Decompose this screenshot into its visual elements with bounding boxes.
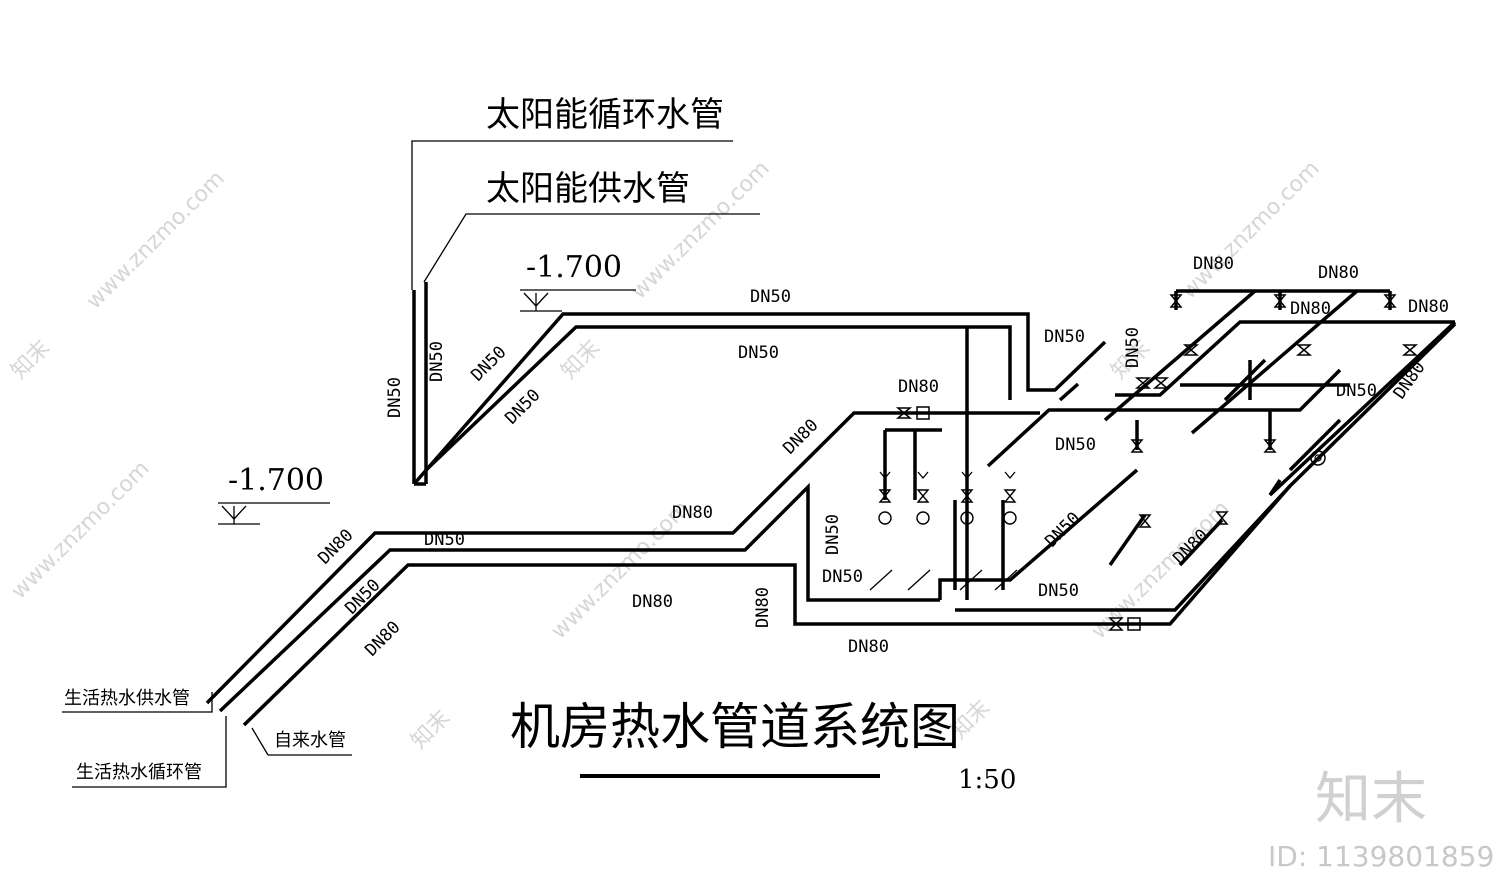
- watermark-url: www.znzmo.com: [82, 166, 230, 314]
- diagram-title: 机房热水管道系统图: [510, 698, 960, 756]
- dn-label: DN50: [1044, 327, 1085, 347]
- dn-label: DN80: [1318, 263, 1359, 283]
- watermark-logo: 知末: [7, 335, 56, 384]
- valve-symbols: [895, 294, 1419, 631]
- solar-pipes: [412, 282, 1115, 486]
- elevation-top: -1.700: [526, 250, 622, 285]
- valve-icon: [1134, 377, 1152, 389]
- elevation-marker: [218, 502, 330, 525]
- dn-label: DN80: [632, 592, 673, 612]
- valve-stack: [916, 471, 930, 525]
- label-solar-supply-pipe: 太阳能供水管: [486, 169, 690, 209]
- watermark-logo-large: 知末: [1315, 767, 1427, 832]
- check-valve-icon: [1127, 617, 1141, 631]
- dn-label: DN50: [341, 575, 384, 618]
- dn-label: DN80: [1408, 297, 1449, 317]
- dn-label: DN50: [1055, 435, 1096, 455]
- valve-icon: [1273, 294, 1287, 308]
- dn-label: DN50: [427, 341, 447, 382]
- dn-label: DN50: [750, 287, 791, 307]
- valve-icon: [1152, 377, 1170, 389]
- dn-label: DN50: [1038, 581, 1079, 601]
- domestic-pipes: [205, 322, 1457, 727]
- dn-label: DN50: [823, 514, 843, 555]
- dn-label: DN80: [1193, 254, 1234, 274]
- elevation-bottom: -1.700: [228, 463, 324, 498]
- valve-icon: [1130, 439, 1144, 453]
- watermark-logo: 知末: [557, 335, 606, 384]
- valve-icon: [1138, 514, 1152, 528]
- valve-icon: [1295, 344, 1313, 356]
- dn-label: DN50: [385, 377, 405, 418]
- watermark-url: www.znzmo.com: [7, 456, 155, 604]
- valve-icon: [1215, 511, 1229, 525]
- dn-label: DN50: [1041, 508, 1084, 551]
- dn-label: DN50: [822, 567, 863, 587]
- pump-icon: [1310, 450, 1326, 466]
- dn-label: DN50: [1123, 327, 1143, 368]
- label-domestic-hot-supply: 生活热水供水管: [64, 688, 190, 709]
- label-tap-water: 自来水管: [274, 730, 346, 751]
- dn-label: DN50: [1336, 381, 1377, 401]
- dn-label: DN80: [672, 503, 713, 523]
- dn-label: DN80: [314, 525, 357, 568]
- valve-icon: [1182, 344, 1200, 356]
- dn-label: DN80: [1290, 299, 1331, 319]
- valve-stack: [1003, 471, 1017, 525]
- manifold-block: [1103, 289, 1457, 567]
- valve-stacks: [869, 471, 1018, 591]
- elevation-marker: [520, 289, 636, 312]
- dn-label: DN80: [848, 637, 889, 657]
- solar-leaders: [411, 140, 760, 290]
- dn-label: DN50: [738, 343, 779, 363]
- valve-stack: [960, 471, 974, 525]
- watermark-id: ID: 1139801859: [1268, 840, 1494, 873]
- pipe-label-leaders: [62, 692, 352, 788]
- watermark-logo: 知末: [407, 705, 456, 754]
- valve-icon: [895, 407, 913, 419]
- valve-icon: [1383, 294, 1397, 308]
- dn-label: DN80: [753, 587, 773, 628]
- label-solar-circulation-pipe: 太阳能循环水管: [486, 95, 724, 135]
- dn-label: DN80: [898, 377, 939, 397]
- valve-icon: [1401, 344, 1419, 356]
- scale-label: 1:50: [958, 765, 1016, 795]
- check-valve-icon: [916, 406, 930, 420]
- pump-icon: [1314, 454, 1322, 462]
- dn-label: DN80: [361, 617, 404, 660]
- watermark-url: www.znzmo.com: [1177, 156, 1325, 304]
- valve-icon: [1169, 294, 1183, 308]
- dn-label: DN50: [424, 530, 465, 550]
- valve-icon: [1108, 617, 1124, 631]
- valve-icon: [1263, 439, 1277, 453]
- valve-stack: [878, 471, 892, 525]
- label-domestic-hot-circulation: 生活热水循环管: [76, 762, 202, 783]
